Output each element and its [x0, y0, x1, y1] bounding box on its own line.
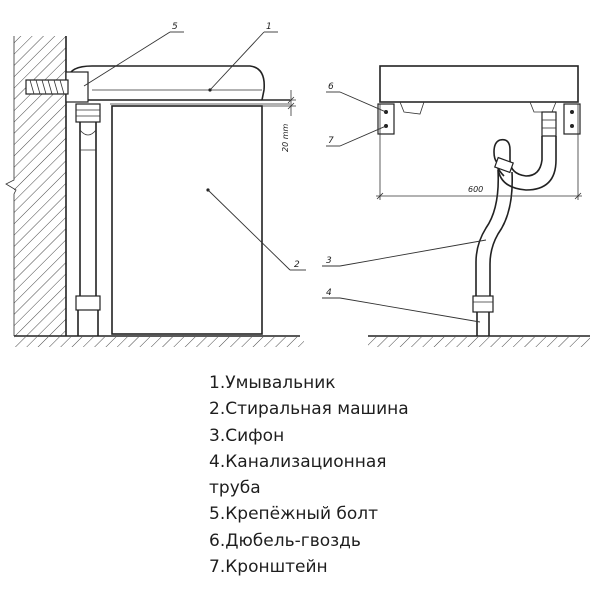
sink-body-front: [379, 65, 579, 103]
callout-1: 1: [266, 22, 272, 32]
callout-2: 2: [294, 260, 300, 270]
floor-hatch-right: [368, 337, 590, 347]
legend-item-dowel-nail: 6.Дюбель-гвоздь: [209, 530, 361, 551]
legend-item-bracket: 7.Кронштейн: [209, 557, 328, 578]
bracket-right-front: [563, 103, 581, 135]
legend-item-sewer-pipe-cont: труба: [209, 478, 261, 499]
drain-tailpiece: [541, 111, 557, 137]
pipe-socket-bottom: [75, 295, 101, 311]
leader-7: [339, 125, 387, 147]
dimension-width-label: 600: [468, 185, 483, 194]
legend-item-washing-machine: 2.Стиральная машина: [209, 399, 409, 420]
leader-1: [209, 31, 265, 91]
outlet-pipe: [475, 169, 514, 296]
callout-4: 4: [326, 288, 332, 298]
installation-diagram: 20 mm 5 1 2: [5, 22, 590, 347]
washing-machine: [111, 105, 263, 335]
sewer-pipe-socket: [472, 295, 494, 313]
callout-7: 7: [328, 136, 334, 146]
pipe-fitting-top: [75, 103, 101, 123]
callout-3: 3: [326, 256, 332, 266]
mounting-bracket: [65, 71, 89, 103]
sink-bowl-front: [399, 101, 425, 115]
leader-5: [83, 31, 171, 87]
sewer-pipe: [476, 312, 490, 336]
wall-break-line: [5, 36, 17, 336]
leader-4: [339, 297, 481, 323]
leader-2: [207, 189, 291, 271]
siphon: [493, 136, 557, 191]
legend: 1.Умывальник 2.Стиральная машина 3.Сифон…: [209, 370, 409, 580]
callout-6: 6: [328, 82, 334, 92]
side-view: 20 mm 5 1 2: [5, 22, 306, 347]
legend-item-fixing-bolt: 5.Крепёжный болт: [209, 504, 379, 525]
legend-item-washbasin: 1.Умывальник: [209, 373, 336, 393]
front-view: 600 6 7 3 4: [322, 65, 590, 347]
bracket-left-front: [377, 103, 395, 135]
floor-hatch-left: [14, 337, 304, 347]
sink-body-side: [67, 65, 266, 101]
dimension-gap-label: 20 mm: [281, 123, 290, 152]
callout-5: 5: [172, 22, 178, 32]
legend-item-sewer-pipe: 4.Канализационная: [209, 451, 387, 472]
siphon-nut: [494, 156, 514, 174]
legend-item-siphon: 3.Сифон: [209, 425, 285, 446]
fixing-bolt: [25, 79, 69, 95]
leader-6: [339, 91, 387, 113]
leader-3: [339, 239, 487, 267]
